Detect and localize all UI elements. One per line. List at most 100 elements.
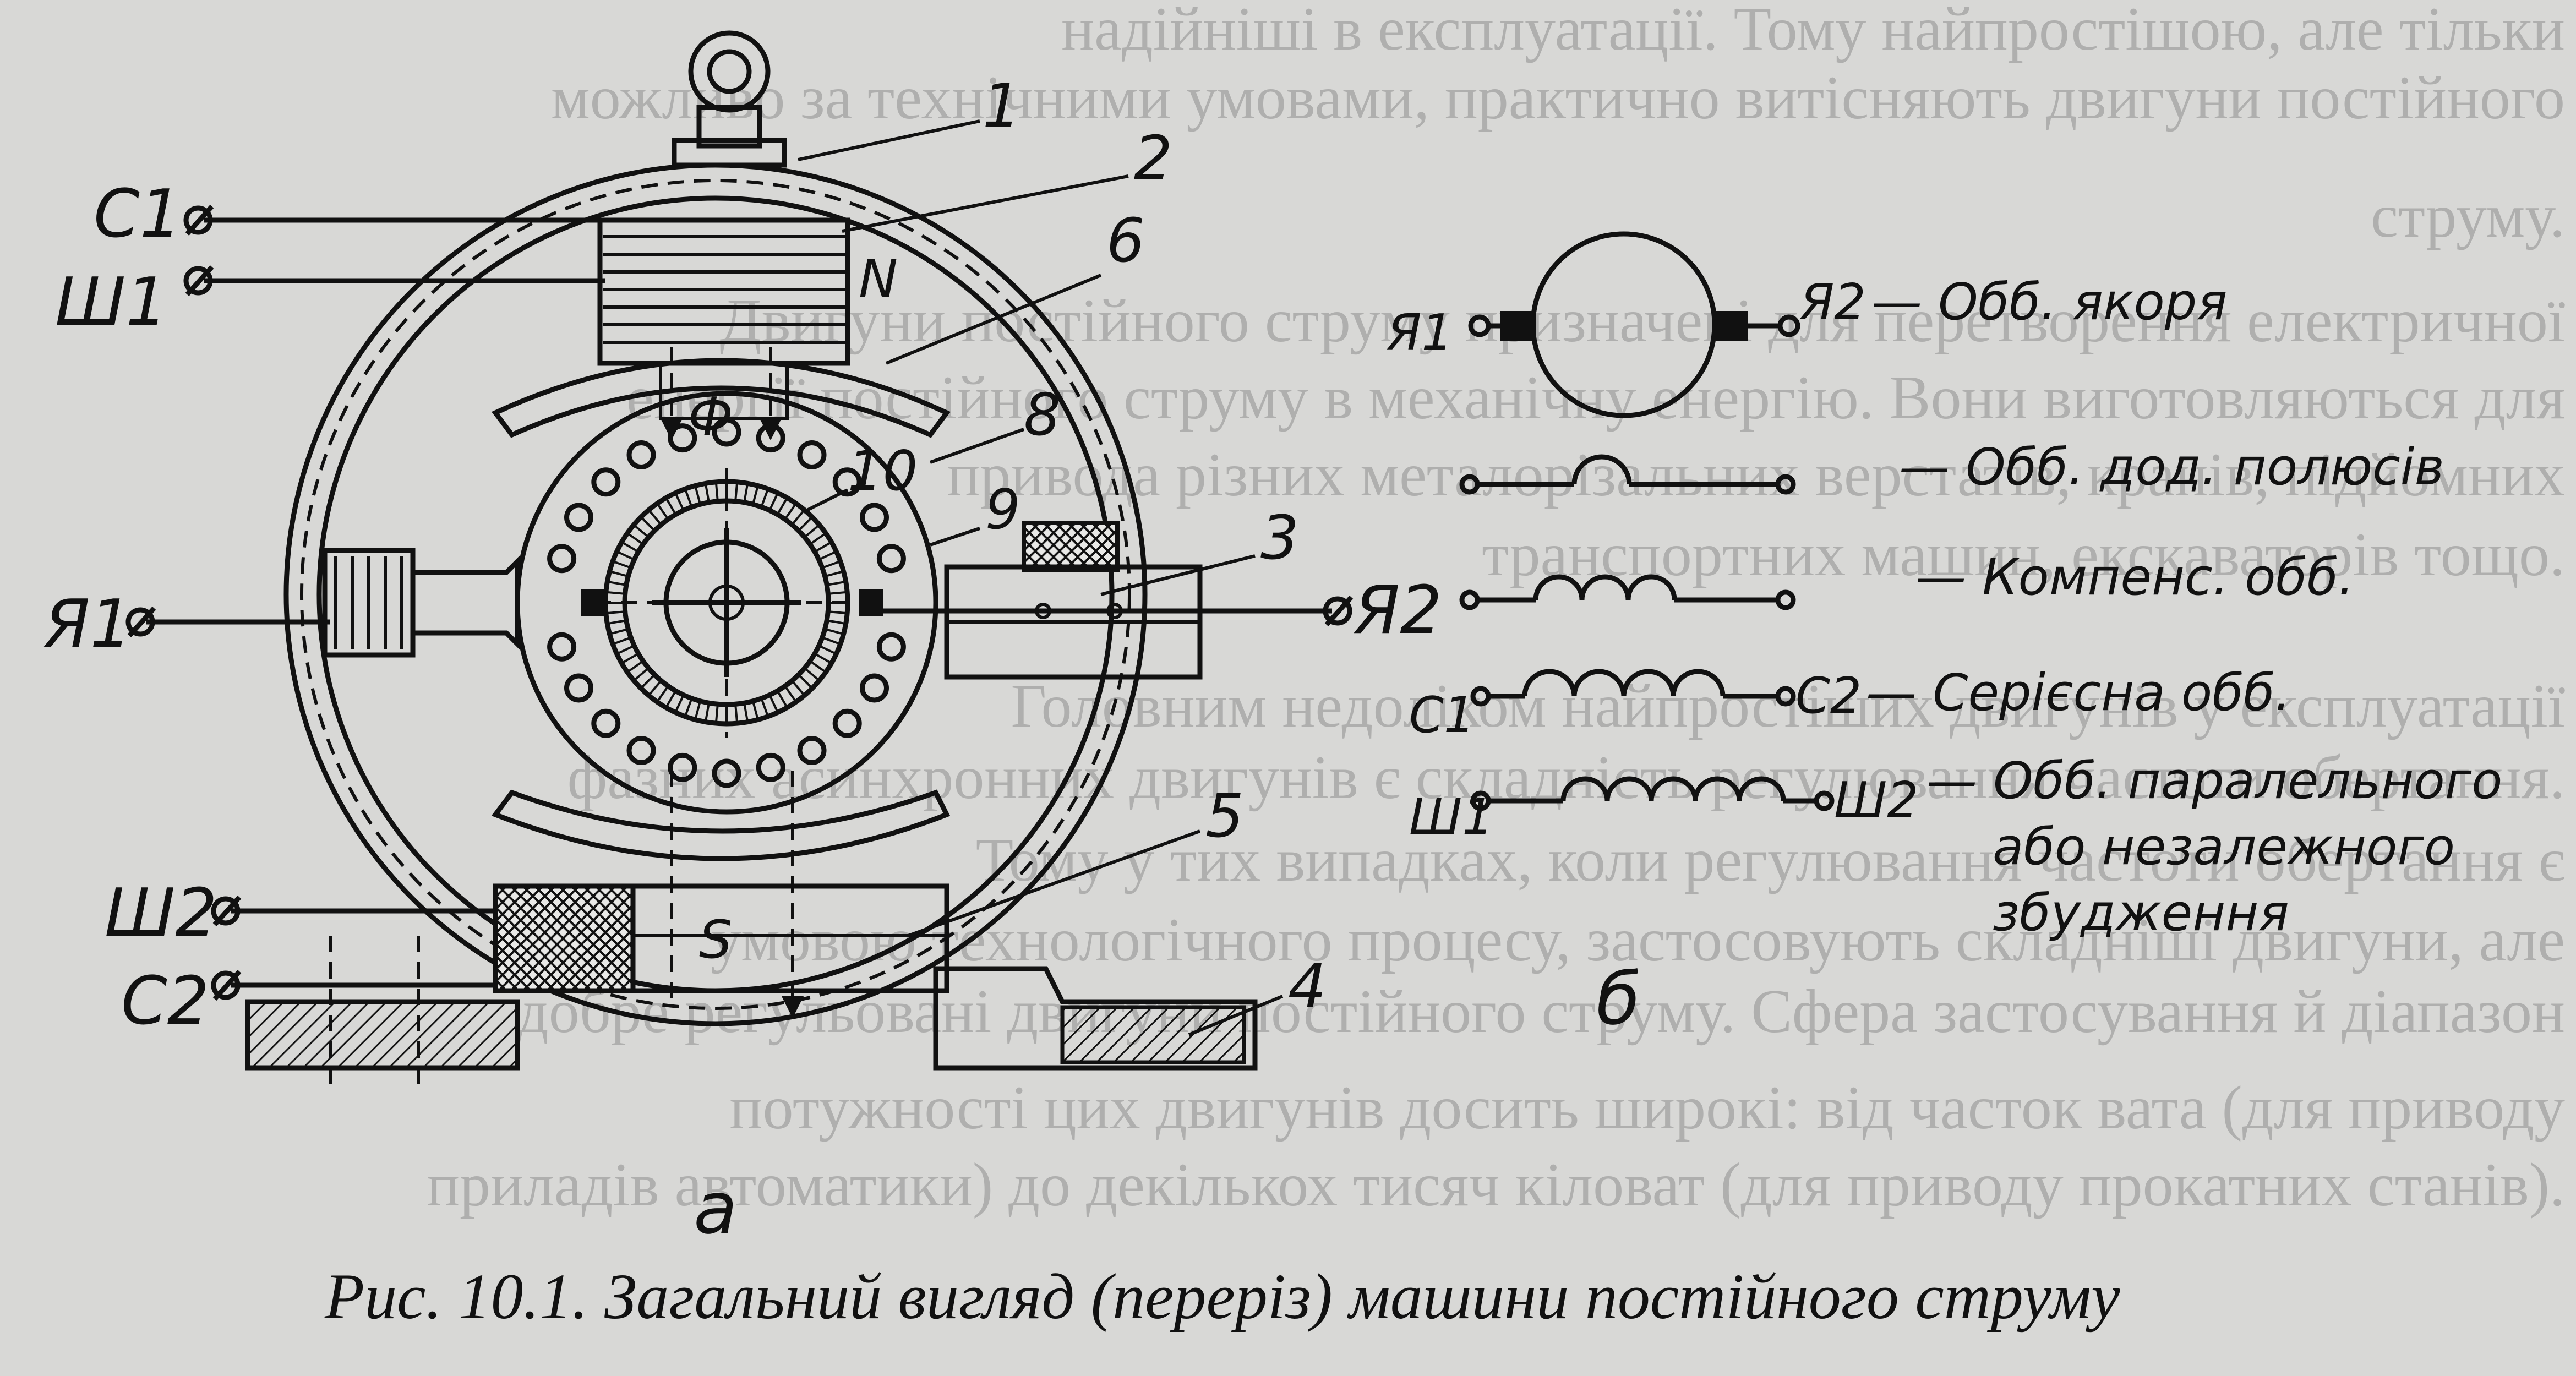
flux-label: Ф bbox=[688, 387, 733, 447]
part-number-1: 1 bbox=[983, 70, 1021, 141]
armature-tooth bbox=[814, 652, 832, 664]
part-number-9: 9 bbox=[985, 477, 1020, 542]
armature-tooth bbox=[704, 702, 710, 723]
winding-slot bbox=[860, 673, 889, 703]
armature-tooth bbox=[809, 532, 827, 545]
shunt-description-line3: збудження bbox=[1993, 883, 2289, 942]
armature-tooth bbox=[791, 680, 805, 696]
armature-tooth bbox=[776, 497, 788, 515]
armature-tooth bbox=[751, 701, 759, 720]
armature-tooth bbox=[648, 509, 662, 526]
armature-tooth bbox=[605, 591, 625, 595]
pole-north-label: N bbox=[859, 249, 898, 310]
armature-tooth bbox=[828, 591, 848, 595]
armature-tooth bbox=[684, 488, 693, 507]
part-number-4: 4 bbox=[1288, 951, 1327, 1022]
armature-tooth bbox=[694, 485, 702, 505]
terminal-c2-label: С2 bbox=[121, 963, 209, 1040]
armature-tooth bbox=[665, 690, 677, 708]
winding-slot bbox=[832, 708, 862, 738]
armature-tooth bbox=[665, 497, 677, 515]
armature-tooth bbox=[616, 550, 635, 561]
winding-slot bbox=[712, 417, 741, 447]
print-through-line: фазних асинхронних двигунів є складність… bbox=[567, 744, 2565, 812]
winding-slot bbox=[797, 736, 827, 765]
print-through-line: Тому у тих випадках, коли регулювання ча… bbox=[976, 826, 2565, 894]
print-through-line: потужності цих двигунів досить широкі: в… bbox=[730, 1074, 2565, 1142]
shunt-left-label: Ш1 bbox=[1409, 788, 1494, 846]
armature-tooth bbox=[768, 694, 779, 713]
armature-tooth bbox=[825, 627, 844, 635]
auxiliary-pole-right bbox=[944, 521, 1203, 680]
armature-tooth bbox=[804, 667, 820, 681]
terminal-ya1-label: Я1 bbox=[43, 586, 132, 663]
machine-base bbox=[245, 936, 1258, 1090]
part-number-5: 5 bbox=[1205, 780, 1244, 851]
armature-tooth bbox=[626, 660, 644, 673]
series-right-label: С2 bbox=[1795, 667, 1862, 725]
armature-tooth bbox=[734, 482, 739, 501]
armature-tooth bbox=[822, 636, 841, 646]
armature-tooth bbox=[640, 674, 656, 690]
winding-slot bbox=[797, 440, 827, 469]
compensating-description: — Компенс. обб. bbox=[1915, 548, 2354, 607]
figure-a-sublabel: а bbox=[694, 1166, 738, 1250]
armature-tooth bbox=[674, 694, 685, 713]
armature-winding-symbol: Я1 Я2 — Обб. якоря bbox=[1387, 231, 2228, 418]
print-through-line: Двигуни постійного струму призначені для… bbox=[719, 287, 2565, 355]
armature-tooth bbox=[768, 492, 779, 511]
armature-tooth bbox=[791, 509, 805, 526]
armature-tooth bbox=[818, 645, 837, 655]
armature-tooth bbox=[640, 516, 656, 532]
winding-slot bbox=[876, 544, 906, 574]
armature-tooth bbox=[626, 532, 644, 545]
armature-tooth bbox=[825, 570, 844, 578]
shunt-right-label: Ш2 bbox=[1834, 772, 1919, 829]
print-through-line: умовою технологічного процесу, застосову… bbox=[711, 906, 2565, 974]
winding-slot bbox=[832, 467, 862, 497]
figure-b-sublabel: б bbox=[1596, 957, 1640, 1041]
armature-tooth bbox=[621, 541, 639, 553]
armature-tooth bbox=[605, 610, 625, 615]
aux-pole-winding-symbol: — Обб. дод. полюсів bbox=[1459, 438, 2444, 496]
armature-tooth bbox=[798, 516, 814, 532]
part-number-2: 2 bbox=[1134, 123, 1172, 193]
armature-tooth bbox=[818, 550, 837, 561]
winding-slot bbox=[591, 467, 621, 497]
armature-left-label: Я1 bbox=[1387, 304, 1453, 362]
armature bbox=[581, 468, 883, 738]
armature-tooth bbox=[760, 698, 769, 717]
winding-slot bbox=[876, 632, 906, 662]
compensating-winding-symbol: — Компенс. обб. bbox=[1459, 548, 2354, 610]
armature-tooth bbox=[607, 619, 627, 625]
armature-tooth bbox=[776, 690, 788, 708]
shunt-winding-symbol: Ш1 Ш2 — Обб. паралельного або незалежног… bbox=[1409, 751, 2502, 942]
armature-tooth bbox=[633, 667, 650, 681]
armature-tooth bbox=[822, 560, 841, 569]
armature-tooth bbox=[804, 524, 820, 538]
print-through-line: приладів автоматики) до декількох тисяч … bbox=[427, 1151, 2565, 1219]
print-through-text: надійніші в експлуатації. Тому найпрості… bbox=[427, 0, 2565, 1219]
auxiliary-pole-left bbox=[322, 548, 520, 658]
armature-tooth bbox=[714, 704, 719, 724]
main-pole-north bbox=[492, 217, 951, 438]
armature-description: — Обб. якоря bbox=[1871, 272, 2228, 331]
shunt-description-line2: або незалежного bbox=[1993, 817, 2455, 876]
armature-tooth bbox=[633, 524, 650, 538]
armature-tooth bbox=[607, 580, 627, 586]
armature-tooth bbox=[674, 492, 685, 511]
part-leaders bbox=[798, 119, 1284, 1036]
armature-tooth bbox=[743, 483, 749, 503]
main-pole-south bbox=[491, 789, 951, 993]
terminal-sh1-label: Ш1 bbox=[55, 264, 168, 341]
aux-pole-description: — Обб. дод. полюсів bbox=[1899, 438, 2444, 496]
armature-tooth bbox=[814, 541, 832, 553]
armature-tooth bbox=[648, 680, 662, 696]
print-through-line: струму. bbox=[2371, 182, 2565, 250]
print-through-line: енергії постійного струму в механічну ен… bbox=[626, 364, 2565, 432]
armature-tooth bbox=[609, 570, 629, 578]
winding-slot bbox=[591, 708, 621, 738]
armature-tooth bbox=[621, 652, 639, 664]
winding-slot bbox=[712, 758, 741, 788]
